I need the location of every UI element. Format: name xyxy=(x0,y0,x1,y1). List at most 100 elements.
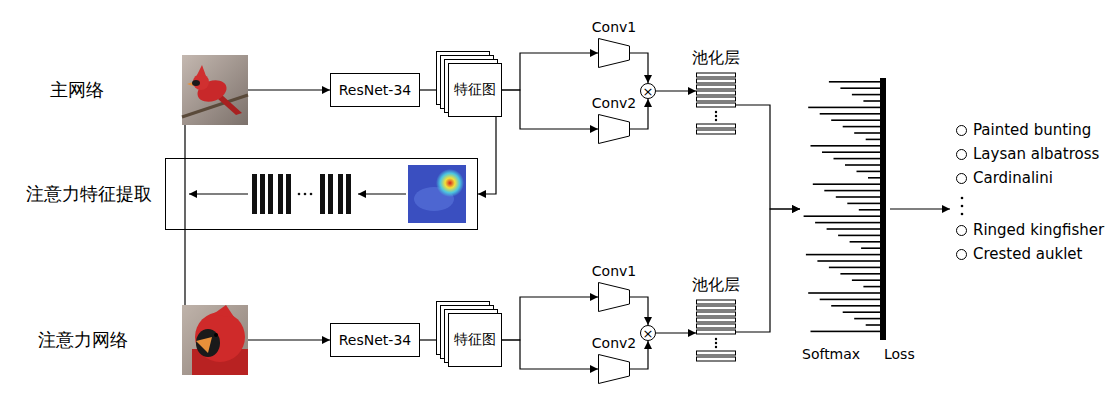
conv-trapezoid-shape xyxy=(598,38,630,68)
pooling-bar xyxy=(697,91,736,95)
attention-feature-bars xyxy=(252,174,351,214)
trapezoid-outline xyxy=(599,115,630,144)
feature-map-label: 特征图 xyxy=(454,81,496,99)
multiply-sign: × xyxy=(643,327,654,340)
score-bar xyxy=(804,215,880,217)
ellipsis-dot xyxy=(715,111,717,113)
score-bar xyxy=(840,87,880,89)
conv-label: Conv1 xyxy=(590,262,638,280)
bullet-circle xyxy=(956,149,967,160)
feature-map-stack: 特征图 xyxy=(436,51,506,121)
score-bar xyxy=(808,107,880,109)
extraction-arrow xyxy=(189,193,248,194)
connector-arrow xyxy=(502,90,598,129)
ellipsis-dot xyxy=(715,338,717,340)
score-bar xyxy=(806,254,880,256)
multiply-circle: × xyxy=(640,83,656,99)
class-name: Crested auklet xyxy=(973,245,1082,263)
feature-map-front: 特征图 xyxy=(448,63,502,117)
score-bar xyxy=(847,203,880,205)
feature-map-front: 特征图 xyxy=(448,313,502,367)
conv-trapezoid-shape xyxy=(598,282,630,312)
score-bar xyxy=(850,241,880,243)
score-bar xyxy=(843,311,880,313)
score-bar xyxy=(857,171,881,173)
class-row: Laysan albatross xyxy=(950,144,1099,164)
score-bar xyxy=(834,158,881,160)
score-bar xyxy=(817,260,880,262)
pooling-bar xyxy=(697,85,736,89)
bird-photo xyxy=(182,55,248,125)
ellipsis-dot xyxy=(715,115,717,117)
bullet-circle xyxy=(956,125,967,136)
multiply-sign: × xyxy=(643,85,654,98)
illustration-part xyxy=(214,333,218,337)
score-bar xyxy=(836,196,880,198)
score-bar xyxy=(813,183,880,185)
class-name: Cardinalini xyxy=(973,169,1053,187)
score-bar xyxy=(831,305,880,307)
feature-map-label: 特征图 xyxy=(454,331,496,349)
conv-trapezoid: Conv2 xyxy=(590,94,638,144)
pooling-label: 池化层 xyxy=(690,275,742,295)
softmax-bars xyxy=(800,78,890,340)
connector-arrow xyxy=(630,53,648,83)
pooling-bar xyxy=(697,318,736,322)
score-bar xyxy=(854,318,880,320)
score-bar xyxy=(820,299,880,301)
pooling-bars xyxy=(696,72,736,138)
illustration-part xyxy=(408,165,466,223)
loss-label: Loss xyxy=(884,346,915,362)
score-bar xyxy=(863,286,880,288)
pooling-bar xyxy=(697,73,736,77)
score-bar xyxy=(808,292,880,294)
illustration-part xyxy=(218,95,242,115)
connector-arrow xyxy=(502,297,598,340)
connector-arrow xyxy=(630,297,648,325)
connector-arrow xyxy=(502,340,598,369)
illustration-part xyxy=(193,74,209,90)
score-bar xyxy=(854,132,880,134)
connector-arrow xyxy=(890,208,950,209)
score-bar xyxy=(838,235,880,237)
illustration-part xyxy=(192,80,200,86)
illustration-part xyxy=(182,55,248,125)
conv-trapezoid-shape xyxy=(598,114,630,144)
connector-arrow xyxy=(502,53,598,90)
conv-trapezoid: Conv2 xyxy=(590,334,638,384)
input-arrow xyxy=(248,89,330,90)
score-bar xyxy=(866,139,880,141)
trapezoid-outline xyxy=(599,39,630,68)
backbone-box: ResNet-34 xyxy=(330,323,420,357)
illustration-part xyxy=(196,329,220,357)
illustration-part xyxy=(286,174,291,214)
connector-arrow xyxy=(656,332,696,333)
input-arrow xyxy=(248,339,330,340)
score-bar xyxy=(829,267,880,269)
score-bar xyxy=(820,113,880,115)
class-row: Cardinalini xyxy=(950,168,1053,188)
score-bar xyxy=(863,100,880,102)
score-bar xyxy=(822,151,880,153)
bullet-circle xyxy=(956,249,967,260)
class-row: Ringed kingfisher xyxy=(950,220,1104,240)
backbone-label: ResNet-34 xyxy=(339,82,411,98)
score-bar xyxy=(866,324,880,326)
pooling-bars xyxy=(696,299,736,365)
score-bar xyxy=(811,145,881,147)
conv-label: Conv2 xyxy=(590,94,638,112)
attention-heatmap xyxy=(408,165,466,223)
cropped-bird-photo xyxy=(182,305,248,375)
backbone-box: ResNet-34 xyxy=(330,73,420,107)
class-list: Painted buntingLaysan albatrossCardinali… xyxy=(950,120,1110,270)
score-bar xyxy=(829,81,880,83)
conv-trapezoid: Conv1 xyxy=(590,262,638,312)
pooling-bar xyxy=(697,103,736,107)
pooling-bar xyxy=(697,97,736,101)
connector-arrow xyxy=(736,105,800,209)
illustration-part xyxy=(182,305,248,375)
class-name: Painted bunting xyxy=(973,121,1091,139)
softmax-label: Softmax xyxy=(802,346,860,362)
